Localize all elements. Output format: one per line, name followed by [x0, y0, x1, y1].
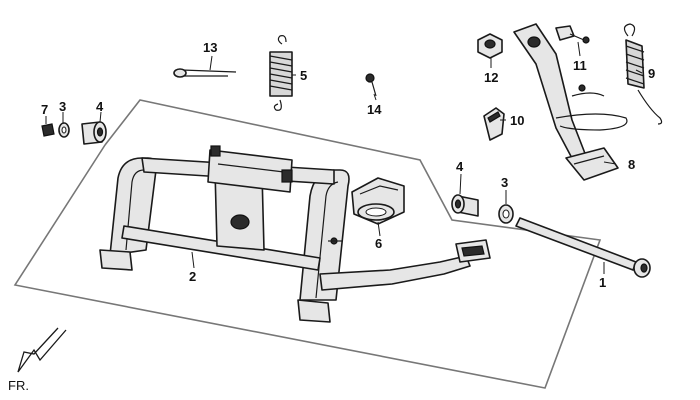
bushing-right: [451, 194, 479, 217]
washer-left: [58, 122, 70, 138]
callout-13: 13: [203, 40, 217, 55]
callouts: 1 2 3 3 4 4 5 6 7 8 9 10 11 12 13 14: [41, 40, 655, 290]
bolt-left: [41, 123, 55, 137]
callout-12: 12: [484, 70, 498, 85]
small-screw: [365, 73, 377, 97]
rubber-stopper: [351, 177, 405, 225]
callout-4-right: 4: [456, 159, 464, 174]
callout-7: 7: [41, 102, 48, 117]
front-label: FR.: [8, 378, 29, 393]
callout-3-right: 3: [501, 175, 508, 190]
callout-3-left: 3: [59, 99, 66, 114]
nut: [477, 33, 503, 59]
callout-4-left: 4: [96, 99, 104, 114]
callout-10: 10: [510, 113, 524, 128]
pivot-bolt: [515, 217, 651, 278]
spring-side: [623, 23, 663, 125]
spring-center: [269, 35, 293, 111]
callout-9: 9: [648, 66, 655, 81]
front-direction-indicator: FR.: [8, 327, 67, 393]
leader-lines: [45, 41, 643, 274]
callout-1: 1: [599, 275, 606, 290]
cotter-pin: [173, 68, 237, 78]
front-arrow-icon: [17, 327, 67, 373]
side-stand: [513, 23, 628, 181]
callout-11: 11: [573, 58, 587, 73]
callout-6: 6: [375, 236, 382, 251]
callout-2: 2: [189, 269, 196, 284]
side-stand-rubber: [483, 107, 505, 141]
washer-right: [498, 204, 514, 224]
main-stand: [99, 145, 491, 323]
bushing-left: [81, 121, 107, 145]
callout-14: 14: [367, 102, 382, 117]
side-bolt: [555, 25, 590, 44]
callout-8: 8: [628, 157, 635, 172]
callout-5: 5: [300, 68, 307, 83]
